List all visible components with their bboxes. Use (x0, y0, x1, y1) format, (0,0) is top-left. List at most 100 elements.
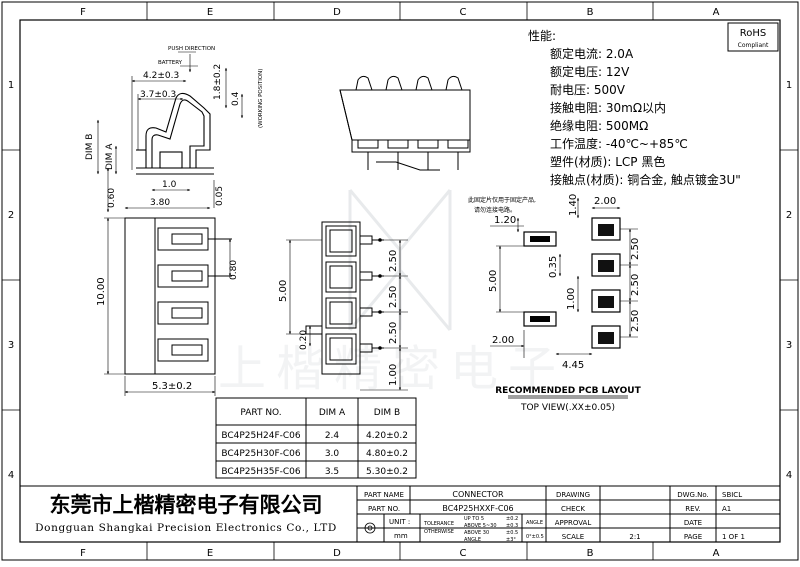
border-column-labels: F E D C B A F E D C B A (80, 7, 719, 559)
pcb-dim-4-45: 4.45 (562, 360, 584, 371)
spec-line: 接触点(材质): 铜合金, 触点镀金3U" (550, 172, 741, 187)
tol-row: ±3° (506, 537, 516, 543)
battery-label: BATTERY (158, 60, 183, 66)
part-table-header: DIM B (374, 408, 400, 418)
pcb-layout-caption: RECOMMENDED PCB LAYOUT (495, 386, 641, 396)
part-table-cell: 4.80±0.2 (366, 449, 408, 459)
push-direction-label: PUSH DIRECTION (168, 46, 215, 52)
scale-label: SCALE (562, 533, 584, 541)
dwg-no-value: SBICL (722, 491, 742, 499)
part-name-value: CONNECTOR (452, 490, 504, 499)
rev-label: REV. (685, 505, 700, 513)
dim-10-00: 10.00 (96, 277, 107, 306)
pcb-dim-1-40: 1.40 (568, 194, 579, 216)
approval-label: APPROVAL (555, 519, 592, 527)
pcb-dim-2-50: 2.50 (630, 310, 641, 332)
rohs-subtitle: Compliant (738, 42, 769, 49)
scale-value: 2:1 (629, 533, 640, 541)
row-label-right-4: 4 (786, 470, 792, 481)
part-table-cell: 2.4 (325, 431, 340, 441)
col-label-bottom-e: E (207, 548, 213, 559)
spec-line: 接触电阻: 30mΩ以内 (550, 100, 666, 115)
spec-line: 绝缘电阻: 500MΩ (550, 118, 648, 133)
iso-contact-2 (385, 75, 409, 170)
bottom-view-outline (124, 217, 232, 375)
col-label-bottom-c: C (460, 548, 467, 559)
dim-5-00: 5.00 (278, 280, 289, 302)
row-label-right-2: 2 (786, 210, 792, 221)
tol-row: ANGLE (464, 537, 481, 543)
col-label-top-f: F (80, 7, 86, 18)
dim-1-8: 1.8±0.2 (213, 64, 223, 100)
border-row-labels: 1 2 3 4 1 2 3 4 (8, 80, 792, 481)
drawing-label: DRAWING (556, 491, 590, 499)
pcb-dim-2-50: 2.50 (630, 274, 641, 296)
row-label-left-4: 4 (8, 470, 14, 481)
front-view-dimension-lines (286, 239, 408, 391)
col-label-bottom-d: D (333, 548, 341, 559)
specifications: 性能: 额定电流: 2.0A 额定电压: 12V 耐电压: 500V 接触电阻:… (528, 29, 741, 187)
pcb-dim-0-35: 0.35 (548, 256, 559, 278)
pcb-dim-2-00: 2.00 (594, 196, 616, 207)
dim-0-4: 0.4 (231, 91, 241, 106)
push-direction-callout: PUSH DIRECTION BATTERY (158, 46, 215, 73)
pcb-note-line2: 请勿连接电路。 (474, 206, 516, 214)
iso-contact-4 (445, 75, 469, 170)
page-label: PAGE (684, 533, 702, 541)
dim-b-label: DIM B (85, 134, 95, 160)
company-name-cn: 东莞市上楷精密电子有限公司 (50, 493, 323, 517)
tol-row: ±0.5 (506, 530, 518, 536)
pcb-mount-pad-bottom (523, 311, 557, 327)
angle-value: 0°±0.5 (526, 534, 544, 540)
pcb-note-line1: 此固定片仅用于固定产品, (468, 196, 536, 204)
spec-line: 额定电压: 12V (550, 64, 630, 79)
col-label-top-b: B (587, 7, 594, 18)
dwg-no-label: DWG.No. (677, 491, 709, 499)
tol-row: ABOVE 30 (464, 530, 489, 536)
col-label-top-c: C (460, 7, 467, 18)
pcb-mount-pad-top (523, 231, 557, 247)
dim-1-00: 1.00 (388, 364, 399, 386)
dim-0-05: 0.05 (215, 186, 225, 206)
row-label-left-2: 2 (8, 210, 14, 221)
otherwise-label: OTHERWISE (424, 529, 454, 535)
iso-contact-3 (415, 75, 439, 170)
side-view: PUSH DIRECTION BATTERY (85, 46, 264, 213)
dim-0-60: 0.60 (107, 188, 117, 208)
col-label-top-e: E (207, 7, 213, 18)
part-table-cell: BC4P25H35F-C06 (221, 467, 301, 477)
pcb-contact-pads (591, 217, 621, 349)
col-label-top-a: A (713, 7, 720, 18)
pcb-layout: 此固定片仅用于固定产品, 请勿连接电路。 (468, 194, 642, 413)
col-label-bottom-b: B (587, 548, 594, 559)
iso-contact-1 (355, 75, 379, 170)
pcb-layout-subcaption: TOP VIEW(.XX±0.05) (520, 403, 615, 413)
pcb-dim-2-00: 2.00 (492, 335, 514, 346)
bottom-view-dimension-lines (104, 217, 232, 396)
tol-row: ±0.2 (506, 516, 518, 522)
unit-label: UNIT : (389, 518, 410, 526)
front-view-outline (305, 221, 384, 375)
dim-5-3: 5.3±0.2 (152, 381, 192, 392)
pcb-dimension-lines (490, 197, 638, 358)
watermark-text: 上楷精密电子 (218, 341, 566, 397)
spec-line: 耐电压: 500V (550, 83, 626, 97)
border-grid-ticks (2, 2, 798, 560)
tol-row: ±0.3 (506, 523, 518, 529)
date-label: DATE (684, 519, 702, 527)
unit-value: mm (394, 532, 408, 540)
dim-3-7: 3.7±0.3 (140, 90, 176, 100)
row-label-left-3: 3 (8, 340, 14, 351)
page-value: 1 OF 1 (722, 533, 745, 541)
watermark: 上楷精密电子 (218, 189, 566, 397)
part-table-cell: 3.0 (325, 449, 340, 459)
part-table-cell: BC4P25H24F-C06 (221, 431, 301, 441)
part-table-cell: BC4P25H30F-C06 (221, 449, 301, 459)
part-table-cell: 4.20±0.2 (366, 431, 408, 441)
tolerance-label: TOLERANCE (423, 521, 454, 527)
pcb-dim-5-00: 5.00 (488, 270, 499, 292)
part-table: PART NO. DIM A DIM B BC4P25H24F-C06 2.4 … (215, 397, 417, 479)
row-label-left-1: 1 (8, 80, 14, 91)
col-label-top-d: D (333, 7, 341, 18)
